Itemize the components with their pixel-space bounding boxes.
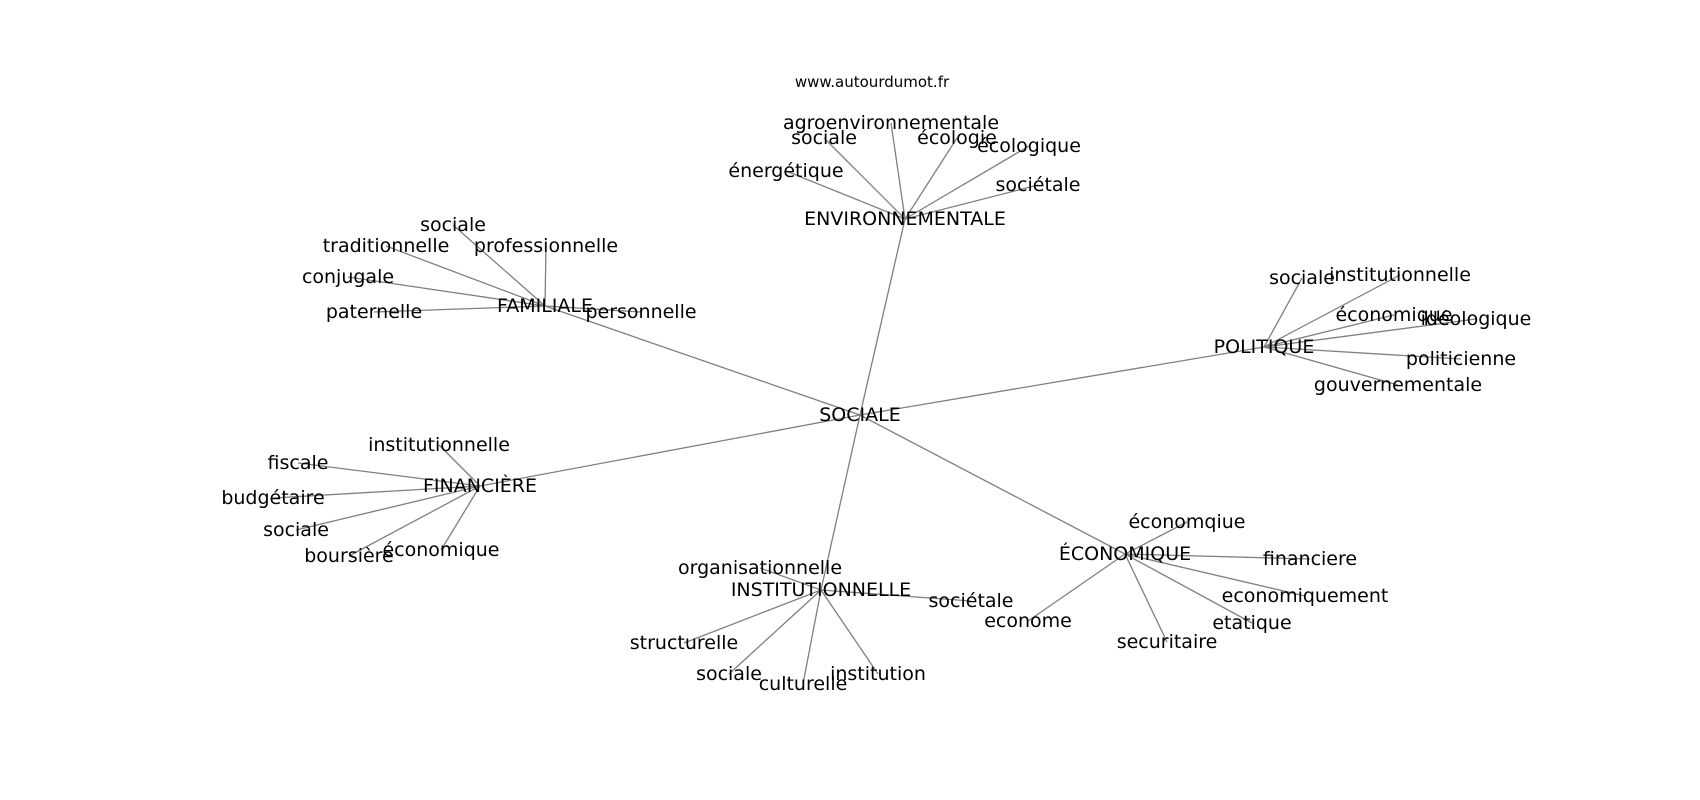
edge-center-to-hub <box>859 346 1265 416</box>
edge-hub-to-leaf <box>544 245 547 307</box>
hub-node-label: ENVIRONNEMENTALE <box>804 208 1006 230</box>
watermark: www.autourdumot.fr <box>795 73 950 91</box>
leaf-node-label: culturelle <box>759 673 848 695</box>
hub-node-label: FAMILIALE <box>497 295 593 317</box>
leaf-node-label: personnelle <box>585 301 696 323</box>
leaf-node-label: conjugale <box>302 266 394 288</box>
leaf-node-label: institutionnelle <box>368 434 510 456</box>
leaf-node-label: économique <box>382 539 499 561</box>
leaf-node-label: sociale <box>263 519 329 541</box>
edge-hub-to-leaf <box>802 589 822 685</box>
edge-hub-to-leaf <box>1263 346 1462 360</box>
edge-hub-to-leaf <box>297 462 481 487</box>
leaf-node-label: sociétale <box>996 174 1081 196</box>
leaf-node-label: fiscale <box>268 452 329 474</box>
edge-center-to-hub <box>820 414 861 591</box>
leaf-node-label: sociale <box>1269 267 1335 289</box>
edge-hub-to-leaf <box>904 137 958 220</box>
leaf-node-label: écologie <box>917 127 997 149</box>
edge-center-to-hub <box>859 218 906 416</box>
edge-hub-to-leaf <box>820 589 879 675</box>
edge-hub-to-leaf <box>438 444 481 487</box>
edge-hub-to-leaf <box>1263 277 1303 348</box>
edge-hub-to-leaf <box>1263 346 1399 386</box>
edge-hub-to-leaf <box>1124 553 1311 560</box>
center-node-label: SOCIALE <box>819 404 900 426</box>
edge-hub-to-leaf <box>1027 553 1126 622</box>
edge-hub-to-leaf <box>904 145 1030 220</box>
edge-hub-to-leaf <box>544 305 642 313</box>
leaf-node-label: énergétique <box>728 160 843 182</box>
edge-center-to-hub <box>479 414 861 487</box>
leaf-node-label: agroenvironnementale <box>783 112 999 134</box>
leaf-node-label: structurelle <box>630 632 738 654</box>
leaf-node-label: organisationnelle <box>678 557 842 579</box>
leaf-node-label: budgétaire <box>221 487 324 509</box>
edge-hub-to-leaf <box>452 224 546 307</box>
leaf-node-label: gouvernementale <box>1314 374 1482 396</box>
leaf-node-label: traditionnelle <box>323 235 450 257</box>
edge-hub-to-leaf <box>373 305 546 313</box>
leaf-node-label: institutionnelle <box>1329 264 1471 286</box>
leaf-node-label: économqiue <box>1128 511 1245 533</box>
leaf-node-label: economiquement <box>1222 585 1389 607</box>
edge-hub-to-leaf <box>759 567 822 591</box>
edge-hub-to-leaf <box>683 589 822 644</box>
hub-node-label: POLITIQUE <box>1214 336 1315 358</box>
leaf-node-label: politicienne <box>1406 348 1516 370</box>
leaf-node-label: écologique <box>977 135 1081 157</box>
leaf-node-label: boursière <box>304 545 394 567</box>
edge-hub-to-leaf <box>1263 314 1395 348</box>
edge-hub-to-leaf <box>890 122 906 220</box>
leaf-node-label: sociale <box>696 663 762 685</box>
hub-node-label: FINANCIÈRE <box>423 474 537 497</box>
edge-hub-to-leaf <box>348 485 481 557</box>
graph-edges <box>272 122 1477 685</box>
hub-node-label: INSTITUTIONNELLE <box>731 579 911 601</box>
edge-hub-to-leaf <box>1263 318 1477 348</box>
edge-center-to-hub <box>544 305 861 416</box>
leaf-node-label: institution <box>830 663 926 685</box>
edge-hub-to-leaf <box>904 184 1039 220</box>
edge-hub-to-leaf <box>1263 274 1401 348</box>
edge-hub-to-leaf <box>785 170 906 220</box>
leaf-node-label: professionnelle <box>474 235 618 257</box>
leaf-node-label: sociétale <box>929 590 1014 612</box>
edge-hub-to-leaf <box>1124 553 1253 624</box>
leaf-node-label: idéologique <box>1421 308 1532 330</box>
graph-labels: ENVIRONNEMENTALEagroenvironnementalesoci… <box>221 112 1531 695</box>
leaf-node-label: sociale <box>420 214 486 236</box>
edge-hub-to-leaf <box>385 245 546 307</box>
edge-hub-to-leaf <box>820 589 972 602</box>
edge-hub-to-leaf <box>1124 553 1306 597</box>
edge-hub-to-leaf <box>272 485 481 499</box>
edge-hub-to-leaf <box>440 485 481 551</box>
leaf-node-label: etatique <box>1212 612 1291 634</box>
edge-center-to-hub <box>859 414 1126 555</box>
edge-hub-to-leaf <box>347 276 546 307</box>
hub-node-label: ÉCONOMIQUE <box>1059 542 1191 565</box>
edge-hub-to-leaf <box>728 589 822 675</box>
edge-hub-to-leaf <box>1124 521 1188 555</box>
leaf-node-label: securitaire <box>1117 631 1218 653</box>
leaf-node-label: économique <box>1335 304 1452 326</box>
leaf-node-label: econome <box>984 610 1072 632</box>
leaf-node-label: sociale <box>791 127 857 149</box>
edge-hub-to-leaf <box>295 485 481 531</box>
leaf-node-label: financiere <box>1263 548 1357 570</box>
leaf-node-label: paternelle <box>326 301 422 323</box>
edge-hub-to-leaf <box>1124 553 1168 643</box>
edge-hub-to-leaf <box>823 137 906 220</box>
